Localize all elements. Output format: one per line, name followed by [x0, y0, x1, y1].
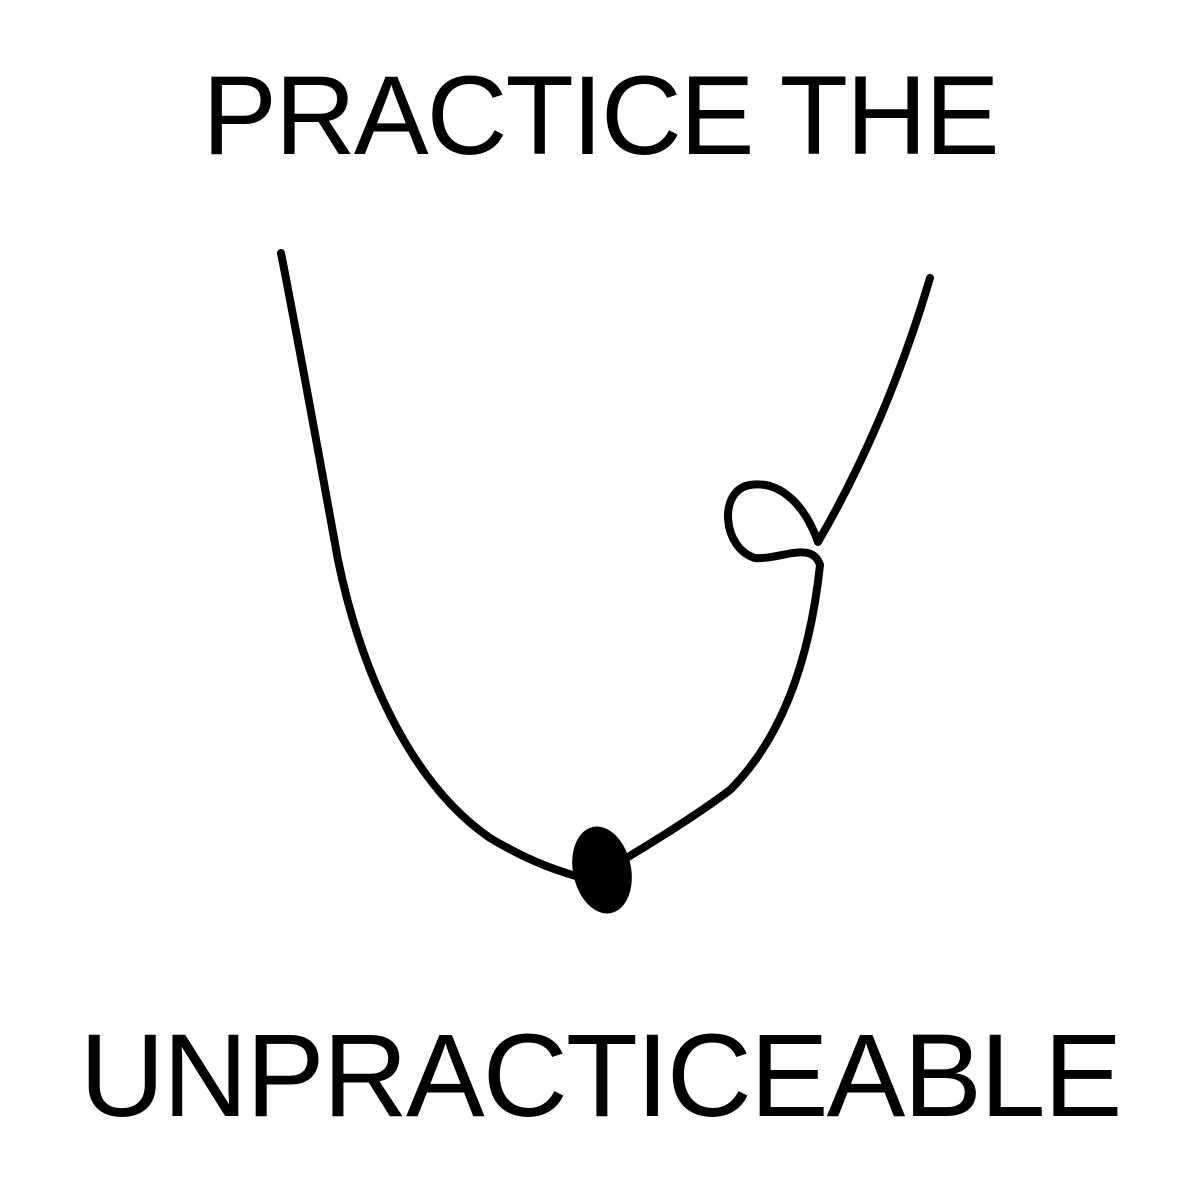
string-line	[277, 249, 934, 884]
headline-top: PRACTICE THE	[202, 53, 999, 178]
knot-bead	[572, 826, 632, 914]
headline-bottom: UNPRACTICEABLE	[79, 1010, 1123, 1142]
